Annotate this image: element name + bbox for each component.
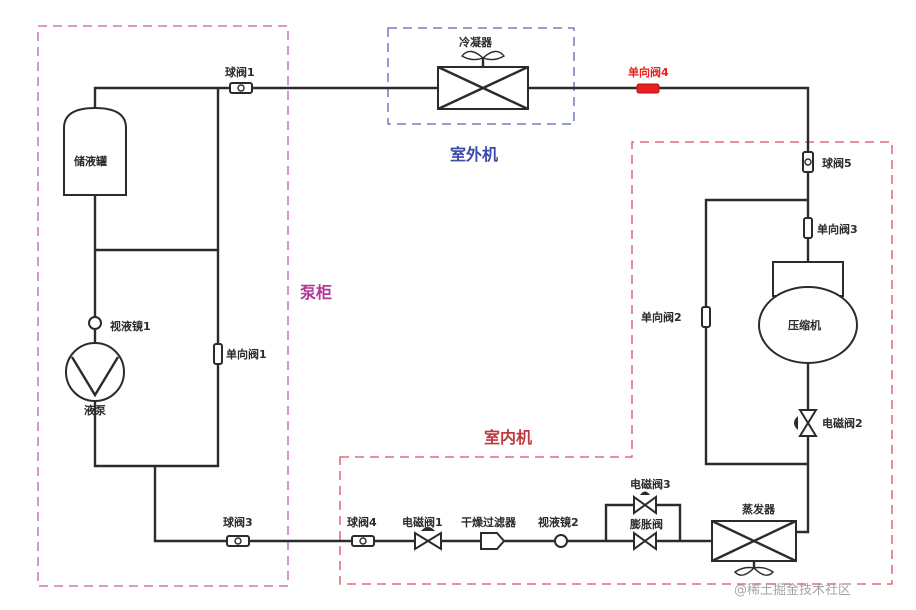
check-valve-3: 单向阀3	[803, 217, 858, 239]
solenoid-valve-2: 电磁阀2	[794, 409, 863, 437]
solenoid-valve-3: 电磁阀3	[630, 477, 671, 515]
solenoid-valve-3-label: 电磁阀3	[630, 477, 671, 491]
condenser: 冷凝器	[437, 35, 529, 111]
watermark: @稀土掘金技术社区	[734, 582, 851, 598]
check-valve-1: 单向阀1	[213, 343, 267, 365]
check-valve-1-label: 单向阀1	[226, 347, 267, 361]
pump-cabinet-boundary	[37, 25, 289, 587]
ball-valve-4-label: 球阀4	[347, 515, 377, 529]
check-valve-4-body	[636, 83, 660, 94]
receiver-tank: 储液罐	[63, 106, 127, 196]
pump-cabinet-label: 泵柜	[299, 283, 332, 302]
sight-glass-1: 视液镜1	[88, 316, 151, 333]
check-valve-2: 单向阀2	[641, 306, 711, 328]
indoor-unit-boundary	[339, 141, 893, 585]
compressor: 压缩机	[758, 261, 858, 364]
dry-filter: 干燥过滤器	[461, 515, 517, 550]
check-valve-2-label: 单向阀2	[641, 310, 682, 324]
check-valve-4-label: 单向阀4	[628, 65, 669, 79]
solenoid-valve-1: 电磁阀1	[402, 515, 443, 551]
ball-valve-1-label: 球阀1	[225, 65, 255, 79]
check-valve-4: 单向阀4	[628, 65, 669, 94]
expansion-valve: 膨胀阀	[629, 517, 663, 551]
piping	[93, 86, 810, 543]
solenoid-valve-2-label: 电磁阀2	[822, 416, 863, 430]
sight-glass-2: 视液镜2	[538, 515, 579, 548]
liquid-pump: 液泵	[65, 342, 125, 417]
ball-valve-5: 球阀5	[802, 151, 852, 173]
ball-valve-5-label: 球阀5	[822, 156, 852, 170]
ball-valve-3-label: 球阀3	[223, 515, 253, 529]
outdoor-unit-label: 室外机	[450, 145, 498, 164]
evaporator: 蒸发器	[711, 502, 797, 576]
compressor-label: 压缩机	[788, 318, 821, 332]
ball-valve-3: 球阀3	[223, 515, 253, 547]
solenoid-valve-1-label: 电磁阀1	[402, 515, 443, 529]
sight-glass-1-label: 视液镜1	[110, 319, 151, 333]
expansion-valve-label: 膨胀阀	[629, 517, 663, 531]
liquid-pump-label: 液泵	[84, 403, 106, 417]
dry-filter-label: 干燥过滤器	[461, 515, 517, 529]
indoor-unit-label: 室内机	[484, 428, 532, 447]
ball-valve-4: 球阀4	[347, 515, 377, 547]
sight-glass-2-label: 视液镜2	[538, 515, 579, 529]
receiver-label: 储液罐	[74, 154, 107, 168]
ball-valve-1: 球阀1	[225, 65, 255, 94]
evaporator-label: 蒸发器	[742, 502, 776, 516]
check-valve-3-label: 单向阀3	[817, 222, 858, 236]
condenser-label: 冷凝器	[459, 35, 493, 49]
outdoor-unit-boundary	[387, 27, 575, 125]
